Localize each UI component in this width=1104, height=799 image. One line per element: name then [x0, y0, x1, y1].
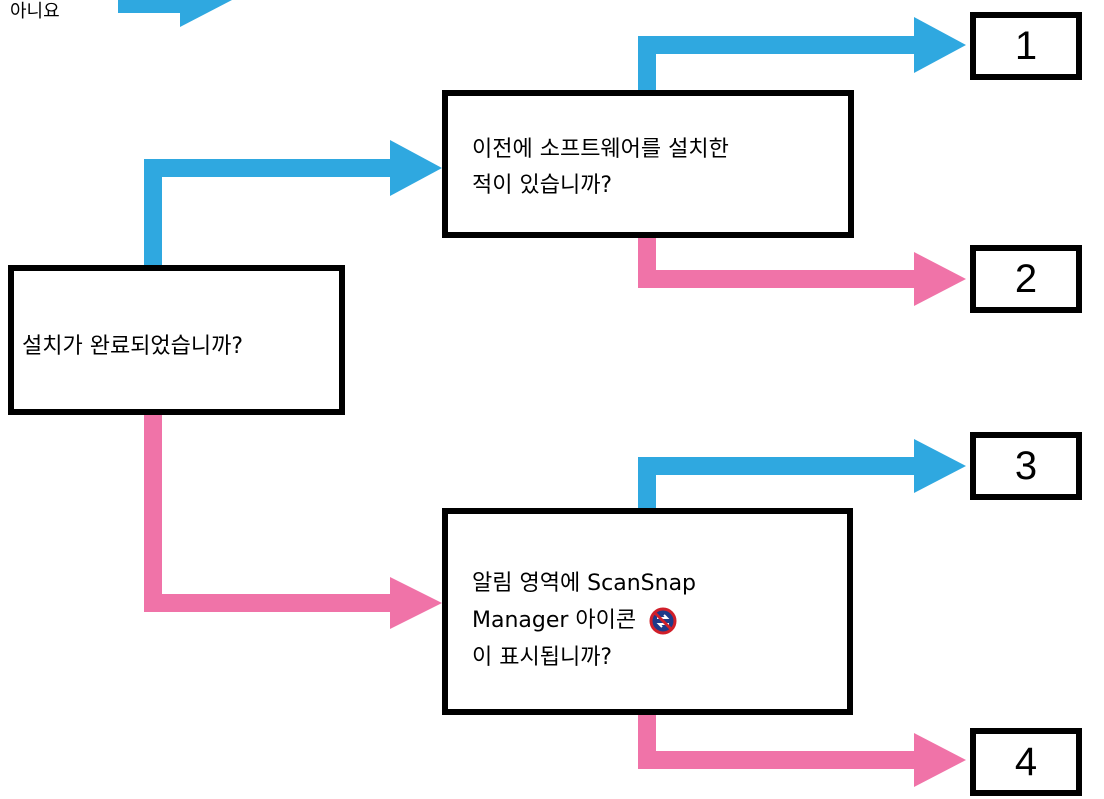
decision-tray-line2-wrap: Manager 아이콘	[472, 603, 677, 639]
legend-no-arrow	[118, 0, 232, 27]
decision-tray-line2: Manager 아이콘	[472, 608, 637, 633]
decision-installed: 설치가 완료되었습니까?	[8, 265, 345, 415]
decision-previous-install: 이전에 소프트웨어를 설치한 적이 있습니까?	[442, 90, 854, 238]
decision-tray-line3: 이 표시됩니까?	[472, 645, 613, 670]
decision-tray-line1: 알림 영역에 ScanSnap	[472, 571, 697, 596]
result-box-4: 4	[970, 728, 1082, 796]
decision-previous-line1: 이전에 소프트웨어를 설치한	[472, 137, 729, 162]
arrow-previous-to-1	[638, 17, 966, 91]
arrow-installed-to-tray	[144, 412, 442, 629]
legend-no-label: 아니요	[10, 1, 60, 22]
decision-tray-icon: 알림 영역에 ScanSnap Manager 아이콘 이 표시됩니까?	[442, 508, 853, 715]
result-box-2: 2	[970, 245, 1082, 313]
decision-installed-text: 설치가 완료되었습니까?	[22, 334, 244, 359]
arrow-installed-to-previous	[144, 140, 442, 268]
arrow-previous-to-2	[638, 236, 966, 306]
result-box-3: 3	[970, 432, 1082, 500]
arrow-tray-to-4	[638, 713, 966, 787]
decision-previous-line2: 적이 있습니까?	[472, 173, 613, 198]
result-box-1: 1	[970, 12, 1082, 80]
scansnap-manager-disabled-icon	[649, 607, 677, 635]
arrow-tray-to-3	[638, 439, 966, 512]
